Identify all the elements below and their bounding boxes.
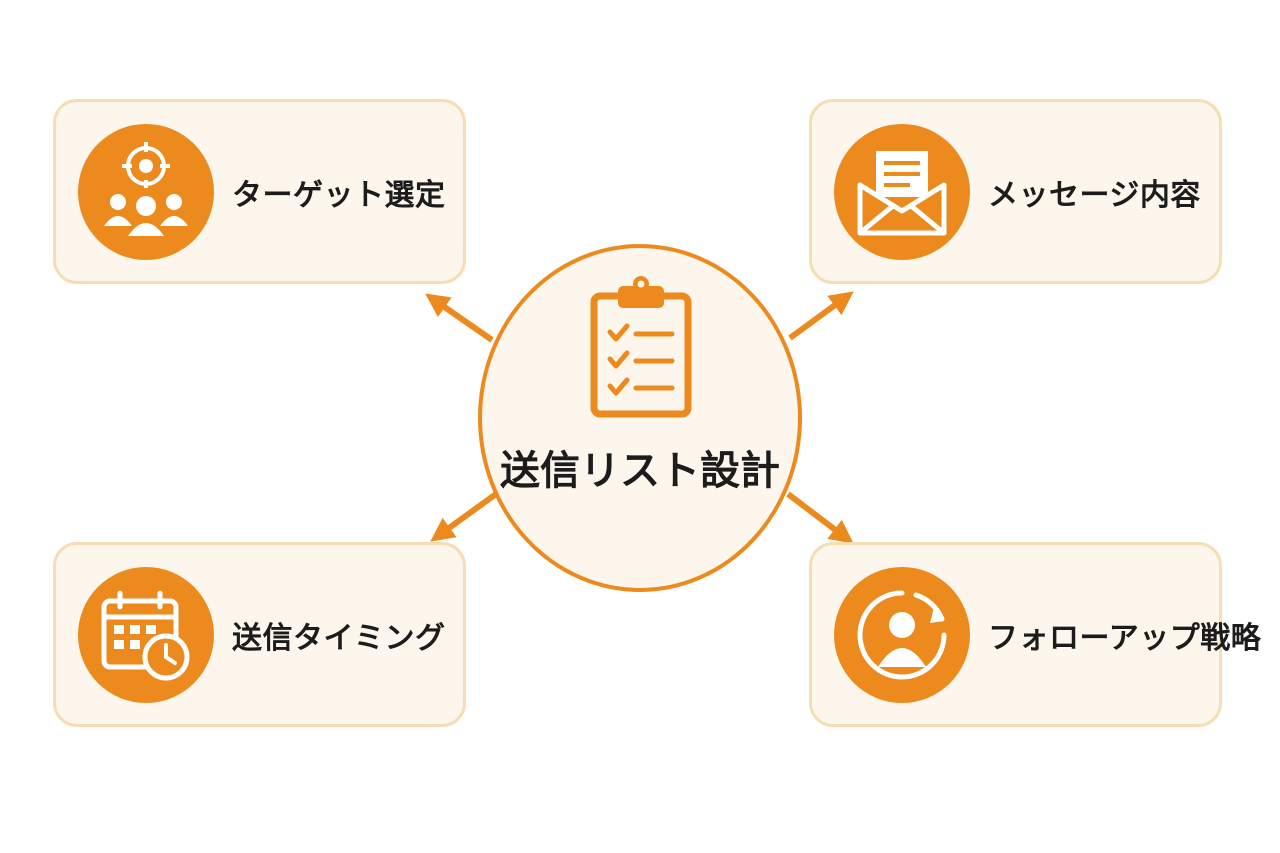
node-label: フォローアップ戦略	[988, 620, 1262, 656]
node-message-content: メッセージ内容	[809, 99, 1222, 284]
target-audience-icon	[78, 123, 214, 260]
node-label: 送信タイミング	[232, 620, 446, 656]
central-hub: 送信リスト設計	[478, 244, 802, 592]
clipboard-checklist-icon	[590, 276, 692, 418]
hub-title: 送信リスト設計	[500, 448, 780, 494]
node-label: ターゲット選定	[232, 177, 446, 213]
arrow-to-followup	[786, 491, 854, 544]
person-refresh-icon	[834, 566, 970, 703]
node-target-selection: ターゲット選定	[53, 99, 466, 284]
envelope-letter-icon	[834, 123, 970, 260]
arrow-to-message	[788, 291, 854, 341]
node-send-timing: 送信タイミング	[53, 542, 466, 727]
calendar-clock-icon	[78, 566, 214, 703]
arrow-to-target	[425, 293, 494, 343]
node-follow-up-strategy: フォローアップ戦略	[809, 542, 1261, 727]
node-label: メッセージ内容	[988, 177, 1201, 213]
arrow-to-timing	[430, 491, 498, 542]
